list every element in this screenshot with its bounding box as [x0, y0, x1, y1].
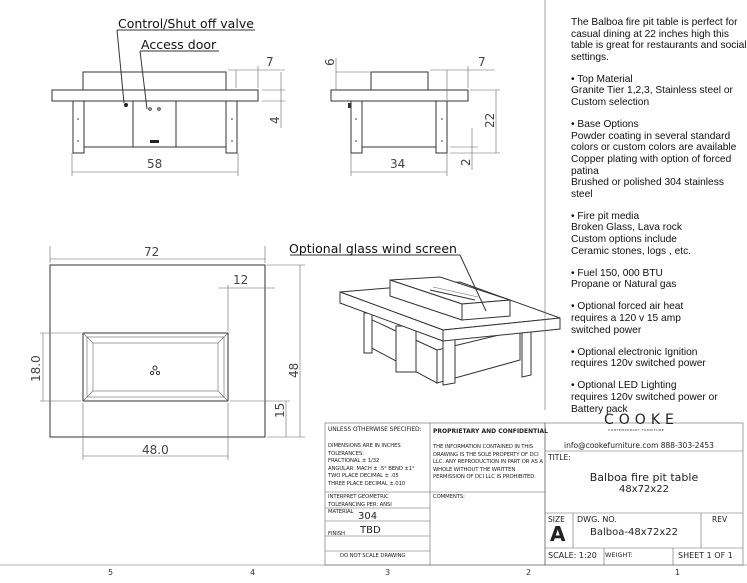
dim-top-inset: 12 [233, 273, 248, 287]
dim-top-length: 72 [144, 245, 159, 259]
note-ignition: • Optional electronic Ignition requires … [571, 346, 706, 370]
note-fire-pit-media: • Fire pit media Broken Glass, Lava rock… [571, 210, 692, 257]
top-view: 72 12 18.0 48 15 48.0 [29, 245, 305, 460]
scale-label: SCALE: 1:20 [548, 551, 597, 560]
sheet-label: SHEET 1 OF 1 [678, 551, 733, 560]
leg [72, 100, 85, 154]
cooke-logo: COOKE [604, 412, 679, 428]
isometric-view: Optional glass wind screen [289, 241, 561, 386]
material-value: 304 [358, 511, 378, 522]
note-top-material: • Top Material Granite Tier 1,2,3, Stain… [571, 73, 733, 109]
weight-label: WEIGHT: [605, 551, 633, 559]
note-fuel: • Fuel 150, 000 BTU Propane or Natural g… [571, 267, 677, 291]
note-base-options: • Base Options Powder coating in several… [571, 119, 737, 200]
zone-4: 4 [250, 568, 256, 577]
title-block-frame [0, 0, 747, 566]
title-label: TITLE: [548, 453, 571, 462]
rev-label: REV [712, 515, 728, 524]
dim-side-height: 22 [483, 113, 497, 128]
front-view: Control/Shut off valve Access door 58 7 … [51, 16, 285, 176]
dim-top-burner-length: 48.0 [142, 443, 169, 457]
table-top [51, 89, 259, 102]
dim-side-inset: 7 [478, 55, 486, 69]
finish-label: FINISH [328, 531, 345, 537]
zone-1: 1 [675, 568, 681, 577]
dwg-no-value: Balboa-48x72x22 [590, 527, 678, 538]
note-intro: The Balboa fire pit table is perfect for… [571, 17, 747, 63]
leg [225, 100, 238, 154]
dim-front-inset: 7 [266, 55, 274, 69]
dim-side-width: 34 [390, 157, 405, 171]
zone-5: 5 [108, 568, 114, 577]
dim-front-screen-height: 4 [268, 116, 282, 124]
contact-info: info@cookefurniture.com 888-303-2453 [564, 441, 714, 450]
zone-3: 3 [385, 568, 391, 577]
valve-icon [124, 103, 128, 107]
side-view: 34 6 7 22 2 [323, 55, 500, 176]
dwg-no-label: DWG. NO. [577, 515, 617, 524]
finish-value: TBD [360, 525, 381, 536]
product-notes: The Balboa fire pit table is perfect for… [571, 17, 747, 426]
door-handle [150, 140, 159, 143]
wind-screen [82, 71, 227, 91]
size-value: A [550, 522, 566, 546]
door-callout: Access door [141, 37, 217, 52]
access-door [132, 100, 177, 148]
dim-top-burner-width: 18.0 [29, 355, 43, 382]
size-label: SIZE [548, 515, 565, 524]
dim-top-offset: 15 [273, 403, 287, 418]
unless-specified: UNLESS OTHERWISE SPECIFIED: [328, 426, 422, 433]
drawing-size: 48x72x22 [618, 484, 669, 495]
cooke-logo-subtitle: CONTEMPORARY FURNITURE [608, 428, 665, 432]
dim-side-base: 2 [459, 158, 473, 166]
valve-callout: Control/Shut off valve [118, 16, 254, 31]
note-forced-air: • Optional forced air heat requires a 12… [571, 301, 684, 336]
dim-front-width: 58 [147, 157, 162, 171]
proprietary-heading: PROPRIETARY AND CONFIDENTIAL [433, 428, 548, 435]
dim-top-width: 48 [287, 363, 301, 378]
no-scale-note: DO NOT SCALE DRAWING [340, 553, 406, 559]
burner-pan [82, 332, 229, 402]
drawing-title: Balboa fire pit table [589, 471, 699, 484]
tolerances: DIMENSIONS ARE IN INCHES TOLERANCES: FRA… [328, 443, 415, 487]
interpret-tolerancing: INTERPRET GEOMETRIC TOLERANCING PER: ANS… [328, 494, 392, 508]
flame-icon [152, 365, 158, 371]
zone-2: 2 [526, 568, 532, 577]
comments-label: COMMENTS: [433, 494, 465, 500]
screen-callout: Optional glass wind screen [289, 241, 457, 256]
note-led: • Optional LED Lighting requires 120v sw… [571, 380, 718, 415]
dim-side-screen-height: 6 [323, 58, 337, 66]
material-label: MATERIAL [328, 509, 354, 515]
proprietary-text: THE INFORMATION CONTAINED IN THIS DRAWIN… [433, 444, 543, 481]
